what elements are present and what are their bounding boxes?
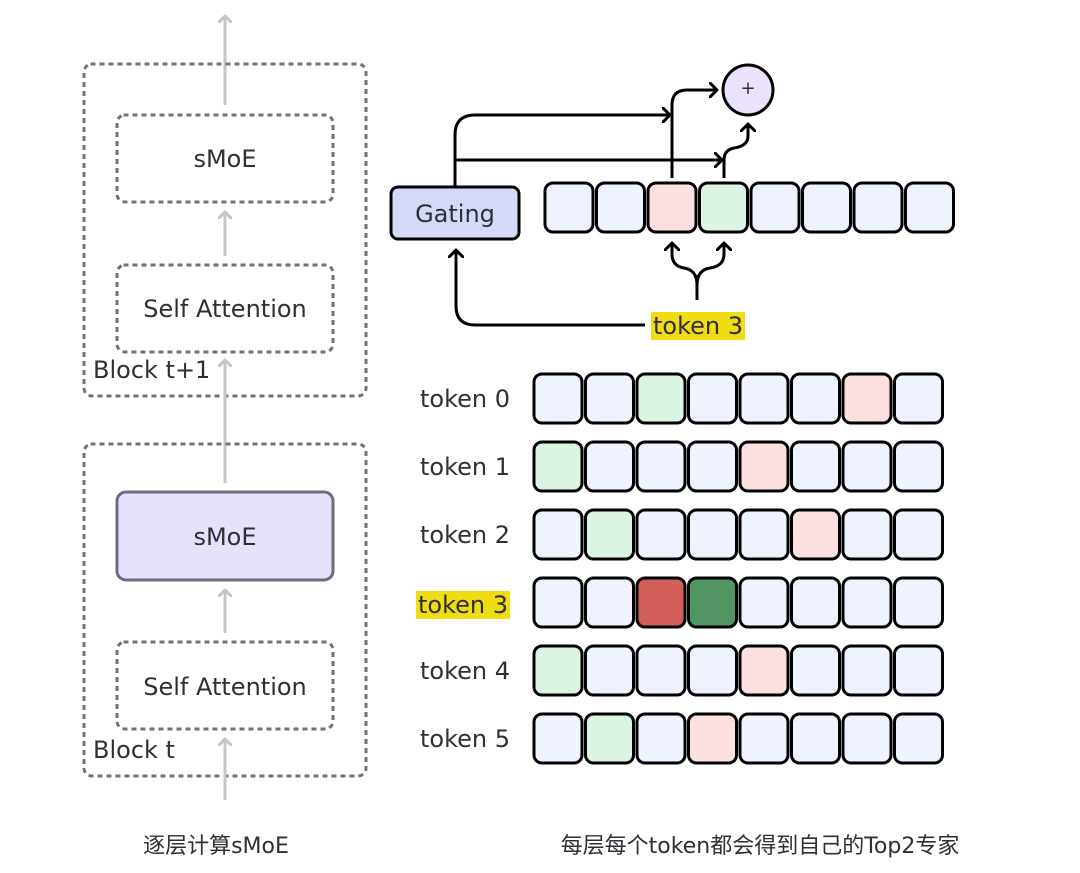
token-fork-arrow-2 (695, 243, 724, 300)
routing-diagram (389, 63, 955, 327)
left-caption: 逐层计算sMoE (143, 834, 289, 859)
expert-cell (893, 576, 944, 629)
expert-cell (687, 576, 738, 629)
expert-cell (738, 712, 790, 765)
expert-cell (584, 576, 635, 629)
expert-cell-1 (595, 181, 646, 234)
expert-output-arrow-1 (670, 90, 717, 178)
token-label: token 2 (419, 521, 510, 549)
selected-token-label: token 3 (651, 312, 746, 340)
expert-cell-4 (749, 181, 801, 234)
expert-cell (635, 508, 687, 561)
expert-cell-3 (698, 181, 749, 234)
block-t-label: Block t (93, 736, 175, 764)
expert-cell (635, 576, 687, 629)
sum-node (721, 63, 775, 117)
expert-cell (893, 440, 944, 493)
expert-cell (790, 372, 841, 425)
expert-cell (532, 372, 584, 425)
expert-cell (584, 712, 635, 765)
expert-cell (841, 372, 893, 425)
expert-cell-6 (852, 181, 904, 234)
block-t-plus-1-attention-label: Self Attention (143, 295, 307, 323)
expert-cell-5 (801, 181, 852, 234)
left-panel (82, 16, 368, 800)
token-label: token 5 (419, 725, 510, 753)
token-label: token 1 (419, 453, 510, 481)
token-row (532, 644, 944, 697)
expert-cell (635, 372, 687, 425)
expert-cell (790, 576, 841, 629)
expert-cell (687, 508, 738, 561)
expert-cell (687, 440, 738, 493)
expert-cell (790, 712, 841, 765)
block-t-plus-1-label: Block t+1 (93, 356, 211, 384)
token-fork-arrow-1 (672, 243, 699, 300)
expert-cell (738, 576, 790, 629)
expert-cell-0 (543, 181, 595, 234)
token-label: token 4 (419, 657, 510, 685)
expert-cell (893, 712, 944, 765)
gating-label: Gating (415, 200, 495, 228)
expert-output-arrow-2 (722, 124, 748, 178)
expert-cell (635, 440, 687, 493)
token-row (532, 440, 944, 493)
token-row (532, 508, 944, 561)
expert-cell (893, 508, 944, 561)
expert-cell (738, 440, 790, 493)
token-row (532, 372, 944, 425)
expert-cell (584, 440, 635, 493)
expert-cell (790, 508, 841, 561)
expert-cell-2 (646, 181, 698, 234)
token-label: token 0 (419, 385, 510, 413)
expert-cell (790, 644, 841, 697)
token-expert-grid (532, 372, 944, 765)
expert-cell (841, 644, 893, 697)
expert-cell (532, 644, 584, 697)
expert-cell (893, 644, 944, 697)
right-caption: 每层每个token都会得到自己的Top2专家 (560, 834, 960, 859)
sum-symbol: + (740, 78, 756, 99)
gating-box (389, 185, 521, 241)
expert-cell (687, 712, 738, 765)
expert-cell (687, 372, 738, 425)
expert-cell (532, 712, 584, 765)
expert-cell (635, 644, 687, 697)
expert-cell (841, 712, 893, 765)
block-t-plus-1-smoe-label: sMoE (193, 145, 257, 173)
expert-cell (584, 508, 635, 561)
block-t-smoe-box (115, 490, 335, 582)
gating-weight-arrow-1 (453, 115, 670, 186)
expert-cell (584, 644, 635, 697)
expert-cell (532, 440, 584, 493)
block-t-plus-1-smoe-box (115, 113, 335, 204)
expert-cell (738, 372, 790, 425)
block-t-smoe-label: sMoE (193, 523, 257, 551)
expert-cell (841, 440, 893, 493)
token-label: token 3 (415, 591, 510, 619)
expert-cell (790, 440, 841, 493)
expert-cell (893, 372, 944, 425)
expert-cell-7 (904, 181, 955, 234)
expert-cell (532, 576, 584, 629)
expert-row (543, 181, 955, 234)
block-t-attention-label: Self Attention (143, 673, 307, 701)
token-row (532, 576, 944, 629)
expert-cell (687, 644, 738, 697)
expert-cell (841, 576, 893, 629)
expert-cell (738, 644, 790, 697)
expert-cell (532, 508, 584, 561)
expert-cell (841, 508, 893, 561)
expert-cell (738, 508, 790, 561)
token-row (532, 712, 944, 765)
token-to-gating-arrow (456, 250, 645, 327)
expert-cell (584, 372, 635, 425)
block-t-plus-1-attention-box (115, 263, 335, 354)
block-t-attention-box (115, 640, 335, 731)
expert-cell (635, 712, 687, 765)
